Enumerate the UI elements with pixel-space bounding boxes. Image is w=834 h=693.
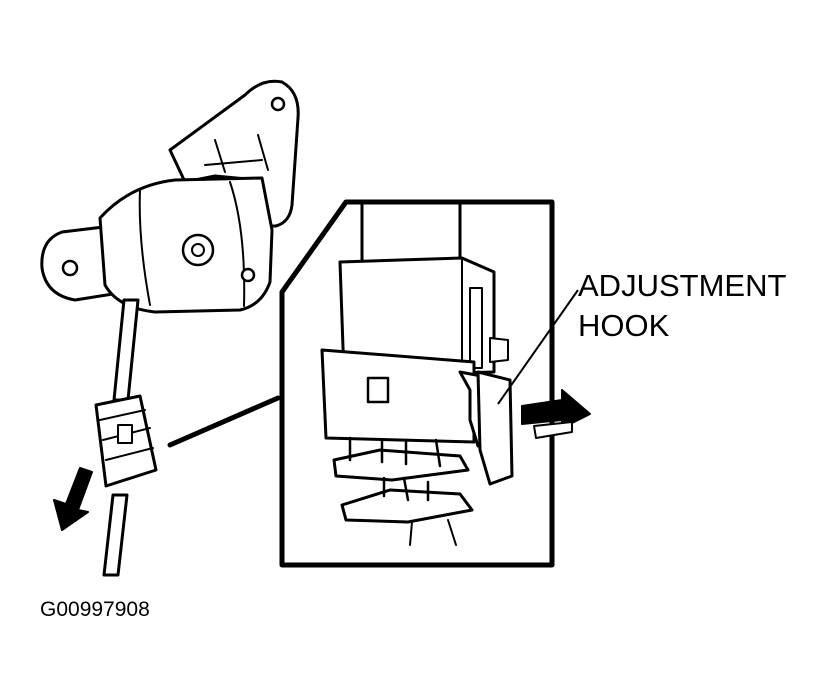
callout-leader-line — [497, 289, 579, 405]
detail-terminal-plate-lower — [340, 488, 474, 524]
arrow-right-icon — [521, 389, 591, 439]
detail-terminal-pins — [348, 436, 442, 468]
detail-lock-window — [366, 376, 390, 404]
detail-terminal-plate-upper — [332, 448, 470, 482]
sensor-rotor-inner — [191, 243, 205, 257]
side-bolt-hole — [240, 267, 256, 283]
detail-connector — [320, 203, 514, 546]
figure-id: G00997908 — [40, 598, 150, 621]
lower-rod — [102, 493, 129, 577]
rod-connector-latch — [117, 424, 133, 444]
arrow-down-left-icon — [53, 467, 93, 531]
detail-side-slot — [469, 287, 483, 369]
upper-bolt-hole — [270, 96, 286, 112]
left-bolt-hole — [61, 259, 79, 277]
detail-wire-ends — [409, 519, 457, 546]
link-rod — [112, 298, 140, 402]
detail-lower-band — [320, 348, 476, 444]
adjustment-hook-tab — [489, 337, 509, 363]
sensor-body-edge — [138, 181, 246, 307]
callout-label-line2: HOOK — [578, 308, 670, 343]
upper-mounting-plate — [168, 79, 300, 228]
detail-terminal-posts — [382, 476, 430, 502]
detail-leader-line — [167, 395, 281, 448]
callout-label-line1: ADJUSTMENT — [578, 268, 786, 303]
sensor-assembly — [40, 79, 300, 577]
upper-plate-crease — [204, 134, 269, 173]
adjustment-hook-body — [476, 370, 514, 486]
